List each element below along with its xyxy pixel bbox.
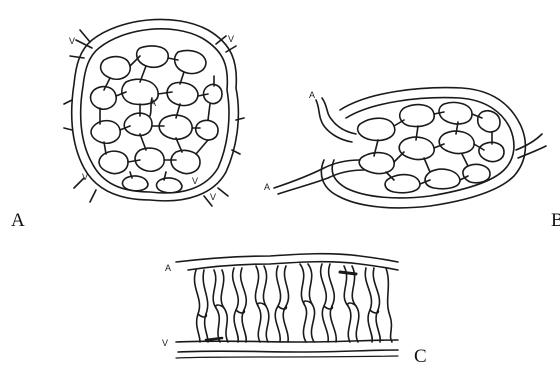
panel-label-b: B [551,210,560,232]
vessel-mark: V [69,36,75,46]
panel-c-network [176,254,398,358]
panel-label-a: A [11,210,25,232]
panel-b-network [274,88,546,208]
vessel-mark: A [264,182,270,192]
vessel-mark: V [82,172,88,182]
panel-a-marks: V V A V V V [69,34,234,202]
vessel-mark: A [309,90,315,100]
vessel-mark: V [192,176,198,186]
panel-b-marks: A A [264,90,315,192]
vessel-mark: V [228,34,234,44]
vessel-mark: A [150,98,156,108]
vessel-mark: A [165,263,171,273]
panel-c-marks: A V [162,263,171,348]
vessel-mark: V [210,192,216,202]
vessel-mark: V [162,338,168,348]
panel-a-network [64,19,244,206]
panel-label-c: C [414,346,427,368]
